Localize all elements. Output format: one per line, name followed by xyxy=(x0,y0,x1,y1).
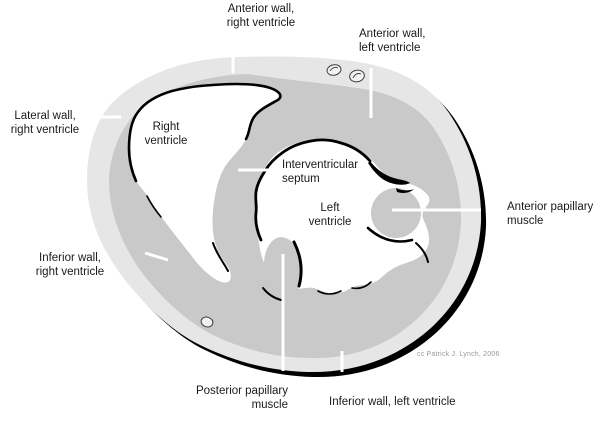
lv-floor-accent-line-2 xyxy=(351,281,372,290)
anterior-papillary-muscle-shape xyxy=(371,188,421,238)
label-posterior-papillary-muscle: Posterior papillary muscle xyxy=(195,385,288,412)
right-ventricle-cavity-shape xyxy=(129,84,281,283)
coronary-vessel-lumen-line xyxy=(329,66,339,72)
label-anterior-wall-left-ventricle: Anterior wall, left ventricle xyxy=(359,28,426,55)
posterior-papillary-base-accent-line xyxy=(262,287,282,301)
leader-lines xyxy=(99,55,481,372)
label-lateral-wall-right-ventricle: Lateral wall, right ventricle xyxy=(10,110,80,137)
posterior-papillary-crescent-line xyxy=(292,240,303,288)
anterior-papillary-crescent-line xyxy=(366,226,414,243)
label-inferior-wall-right-ventricle: Inferior wall, right ventricle xyxy=(35,252,105,279)
right-ventricle-tail-accent-line xyxy=(212,242,229,272)
coronary-vessel-icon xyxy=(349,69,365,83)
attribution-credit: cc Patrick J. Lynch, 2006 xyxy=(417,351,500,358)
coronary-vessels-top xyxy=(326,64,365,83)
label-anterior-wall-right-ventricle: Anterior wall, right ventricle xyxy=(226,3,296,30)
right-ventricle-contour-line xyxy=(127,82,282,183)
label-left-ventricle: Left ventricle xyxy=(308,202,352,229)
label-inferior-wall-left-ventricle: Inferior wall, left ventricle xyxy=(329,396,456,408)
coronary-vessel-icon xyxy=(200,316,214,328)
septum-hook-shape xyxy=(368,161,410,185)
coronary-vessel-lumen-line xyxy=(352,73,362,79)
interventricular-septum-contour-line xyxy=(254,138,372,242)
right-ventricle-left-accent-line xyxy=(146,195,162,218)
anterior-papillary-side-accent-line xyxy=(415,242,429,263)
label-right-ventricle: Right ventricle xyxy=(144,121,188,148)
label-anterior-papillary-muscle: Anterior papillary muscle xyxy=(507,201,594,228)
lv-floor-accent-line-1 xyxy=(317,290,342,295)
leader-line-inferior-wall-rv xyxy=(144,251,169,262)
septum-hook-secondary-shape xyxy=(396,188,414,193)
label-interventricular-septum: Interventricular septum xyxy=(282,159,359,186)
